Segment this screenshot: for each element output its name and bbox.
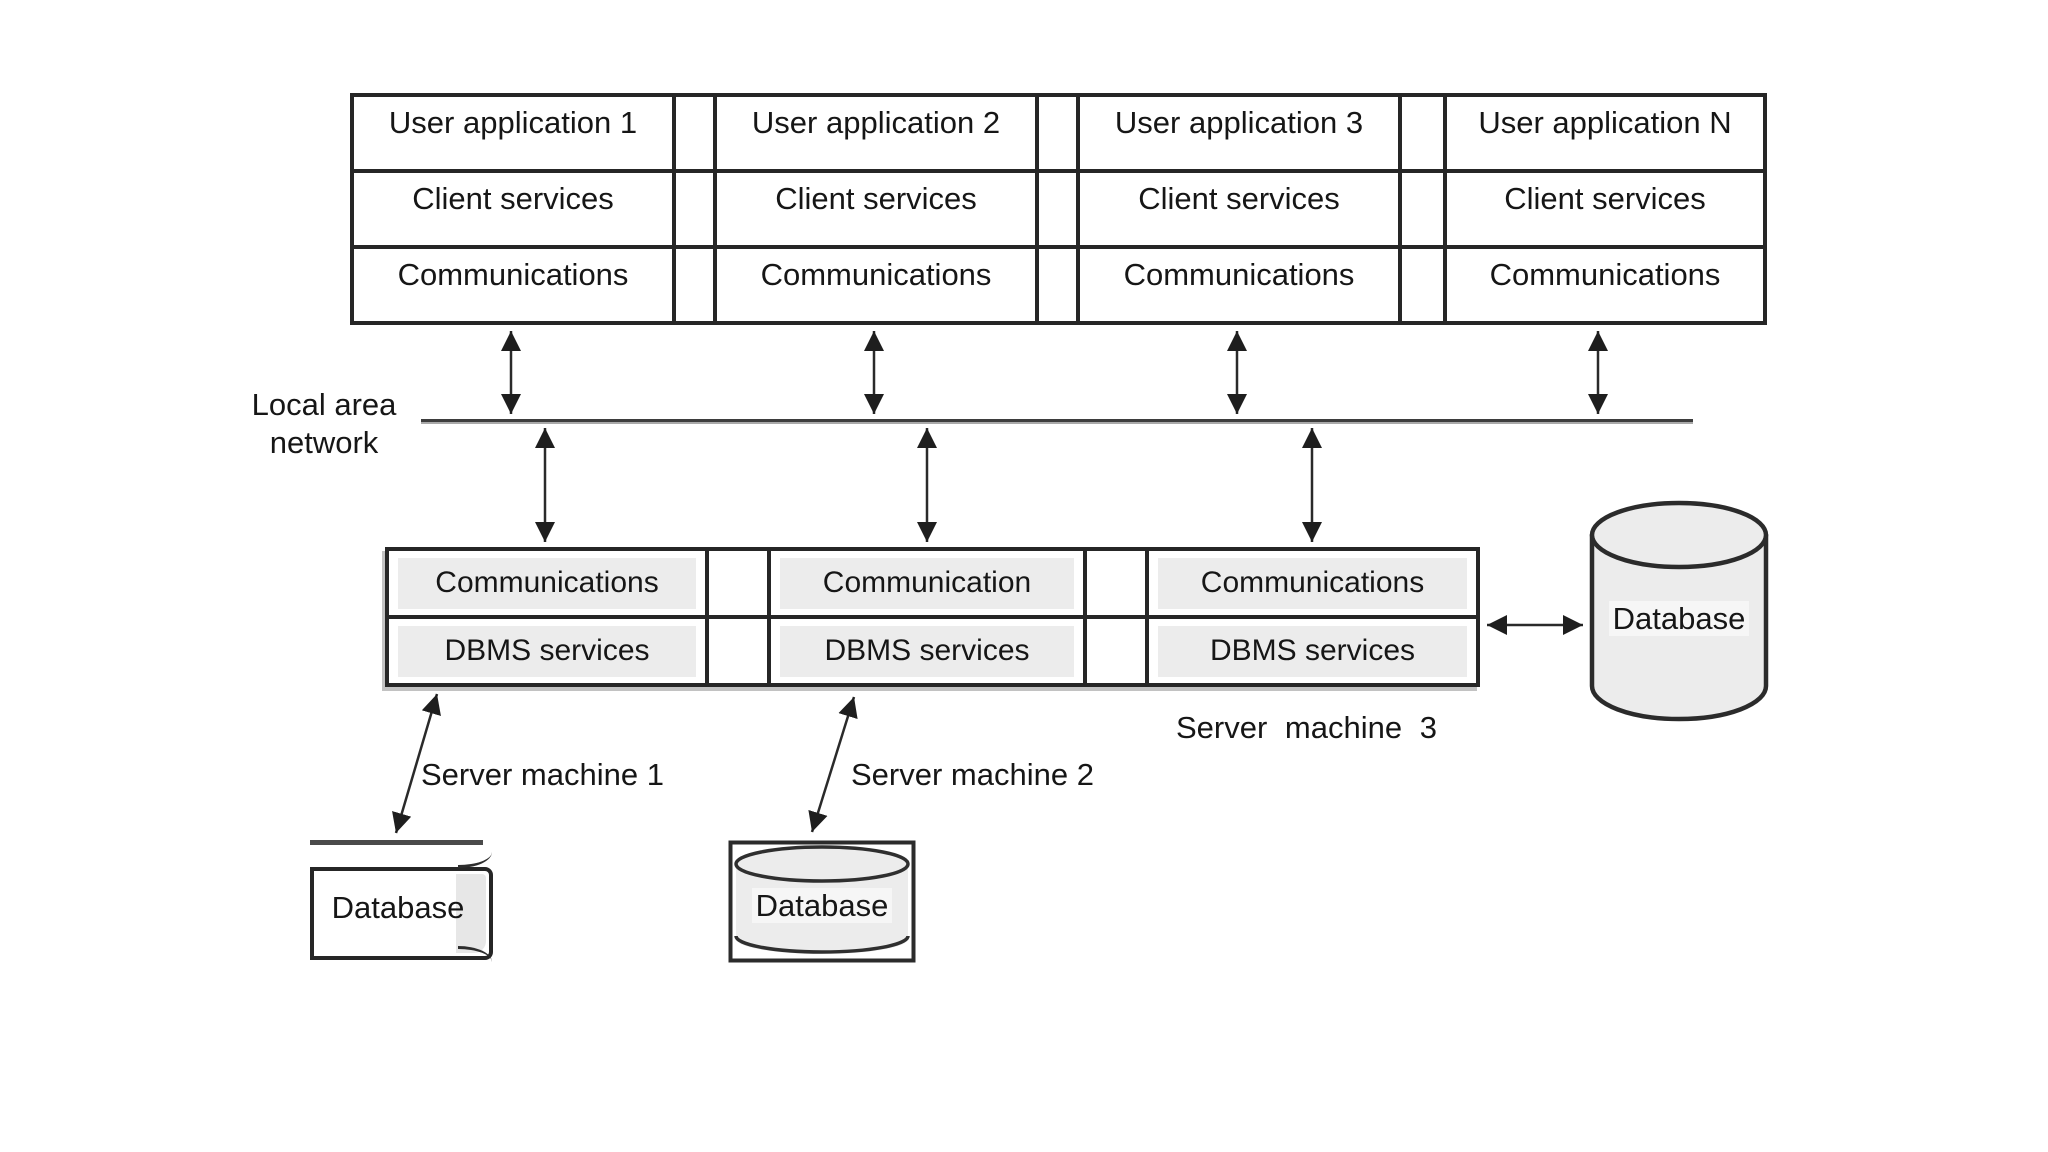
server-gap — [1087, 551, 1145, 615]
client3-client-services: Client services — [1080, 173, 1398, 245]
client-gap — [1039, 249, 1076, 321]
server2-dbms-services: DBMS services — [780, 625, 1074, 677]
database-cylinder-icon — [1589, 500, 1769, 722]
server2-communication-cell: Communication — [771, 551, 1083, 615]
client2-user-application: User application 2 — [717, 97, 1035, 169]
database-1-top-bar — [310, 840, 483, 845]
client-machines-table: User application 1 User application 2 Us… — [350, 93, 1767, 325]
server-machine-3-label: Server machine 3 — [1176, 710, 1437, 745]
client2-communications: Communications — [717, 249, 1035, 321]
client-gap — [1402, 173, 1443, 245]
client-gap — [1039, 173, 1076, 245]
server3-communications: Communications — [1158, 557, 1467, 609]
lan-label-line2: network — [269, 425, 379, 460]
server-machine-1-label: Server machine 1 — [421, 757, 664, 792]
client1-user-application: User application 1 — [354, 97, 672, 169]
database-1-label: Database — [331, 890, 465, 925]
server3-communications-cell: Communications — [1149, 551, 1476, 615]
server-machine-2-label: Server machine 2 — [851, 757, 1094, 792]
client3-user-application: User application 3 — [1080, 97, 1398, 169]
server1-dbms-services: DBMS services — [398, 625, 696, 677]
server3-dbms-services: DBMS services — [1158, 625, 1467, 677]
client3-communications: Communications — [1080, 249, 1398, 321]
database-3-label: Database — [1588, 601, 1770, 637]
server2-communication: Communication — [780, 557, 1074, 609]
server1-dbms-services-cell: DBMS services — [389, 619, 705, 683]
client-gap — [676, 249, 713, 321]
lan-label-line1: Local area — [251, 387, 397, 422]
server3-dbms-services-cell: DBMS services — [1149, 619, 1476, 683]
clientN-communications: Communications — [1447, 249, 1763, 321]
database-1: Database — [310, 838, 494, 962]
server-gap — [709, 551, 767, 615]
server1-communications: Communications — [398, 557, 696, 609]
client1-client-services: Client services — [354, 173, 672, 245]
database-2-label: Database — [728, 888, 916, 924]
client2-client-services: Client services — [717, 173, 1035, 245]
database-1-curl-bottom — [458, 946, 492, 962]
client-gap — [1402, 97, 1443, 169]
local-area-network-label: Local area network — [228, 386, 420, 462]
client-gap — [676, 97, 713, 169]
local-area-network-line — [421, 419, 1693, 424]
server2-dbms-services-cell: DBMS services — [771, 619, 1083, 683]
client-gap — [676, 173, 713, 245]
server-gap — [709, 619, 767, 683]
database-3: Database — [1588, 498, 1770, 724]
clientN-client-services: Client services — [1447, 173, 1763, 245]
database-2: Database — [728, 840, 916, 963]
database-1-page-band — [456, 874, 486, 953]
database-1-card-icon — [310, 867, 493, 960]
server1-communications-cell: Communications — [389, 551, 705, 615]
client-gap — [1039, 97, 1076, 169]
database-1-curl-top — [458, 852, 492, 868]
clientN-user-application: User application N — [1447, 97, 1763, 169]
server-gap — [1087, 619, 1145, 683]
client-gap — [1402, 249, 1443, 321]
client1-communications: Communications — [354, 249, 672, 321]
server-machines-table: Communications Communication Communicati… — [385, 547, 1480, 687]
